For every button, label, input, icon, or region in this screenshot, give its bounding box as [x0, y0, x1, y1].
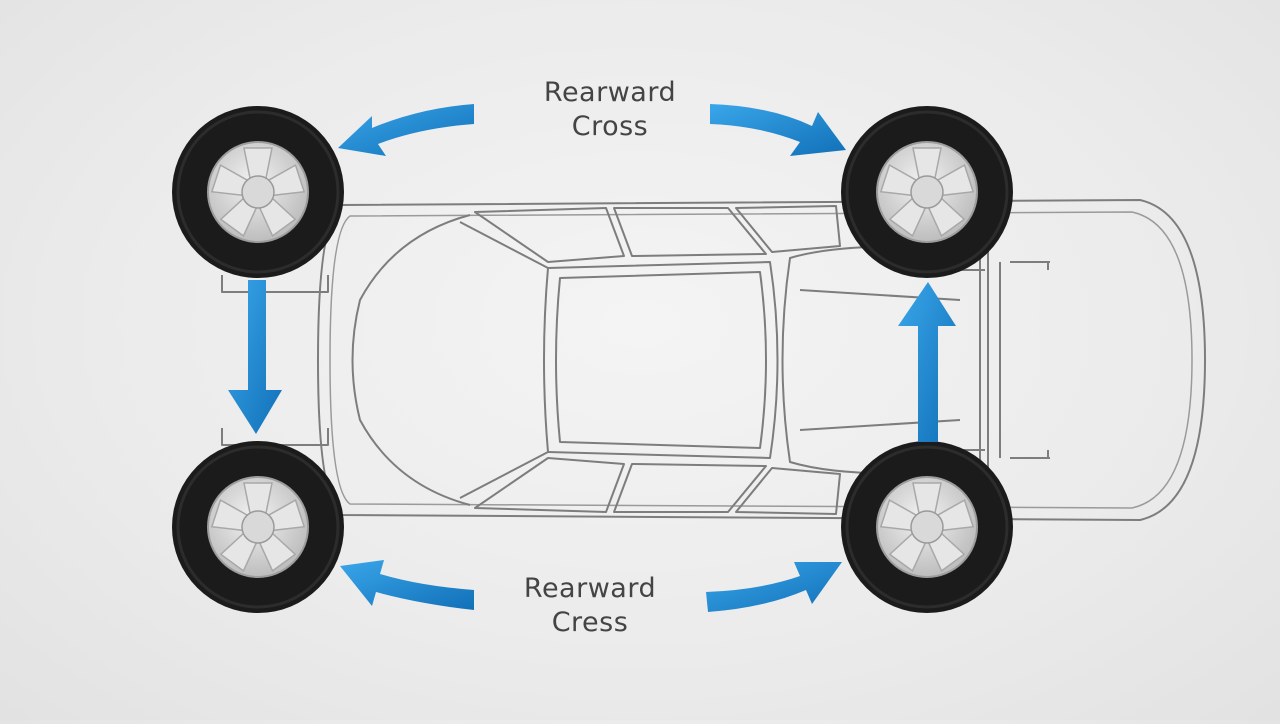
arrow-left-down — [228, 280, 282, 434]
front-right-tire — [839, 104, 1015, 280]
arrow-bottom-right — [706, 562, 842, 612]
arrow-right-up — [898, 282, 956, 442]
top-rotation-label: Rearward Cross — [510, 76, 710, 144]
top-label-line2: Cross — [571, 111, 649, 142]
bottom-rotation-label: Rearward Cress — [490, 572, 690, 640]
rotation-arrows — [228, 104, 956, 612]
arrow-top-left — [338, 104, 474, 156]
rear-right-tire — [839, 439, 1015, 615]
bottom-label-line1: Rearward — [523, 573, 657, 604]
car-outline — [221, 199, 1206, 521]
arrow-bottom-left — [340, 560, 474, 610]
bottom-label-line2: Cress — [551, 607, 629, 638]
rear-left-tire — [170, 439, 346, 615]
top-label-line1: Rearward — [543, 77, 677, 108]
front-left-tire — [170, 104, 346, 280]
arrow-top-right — [710, 104, 846, 156]
